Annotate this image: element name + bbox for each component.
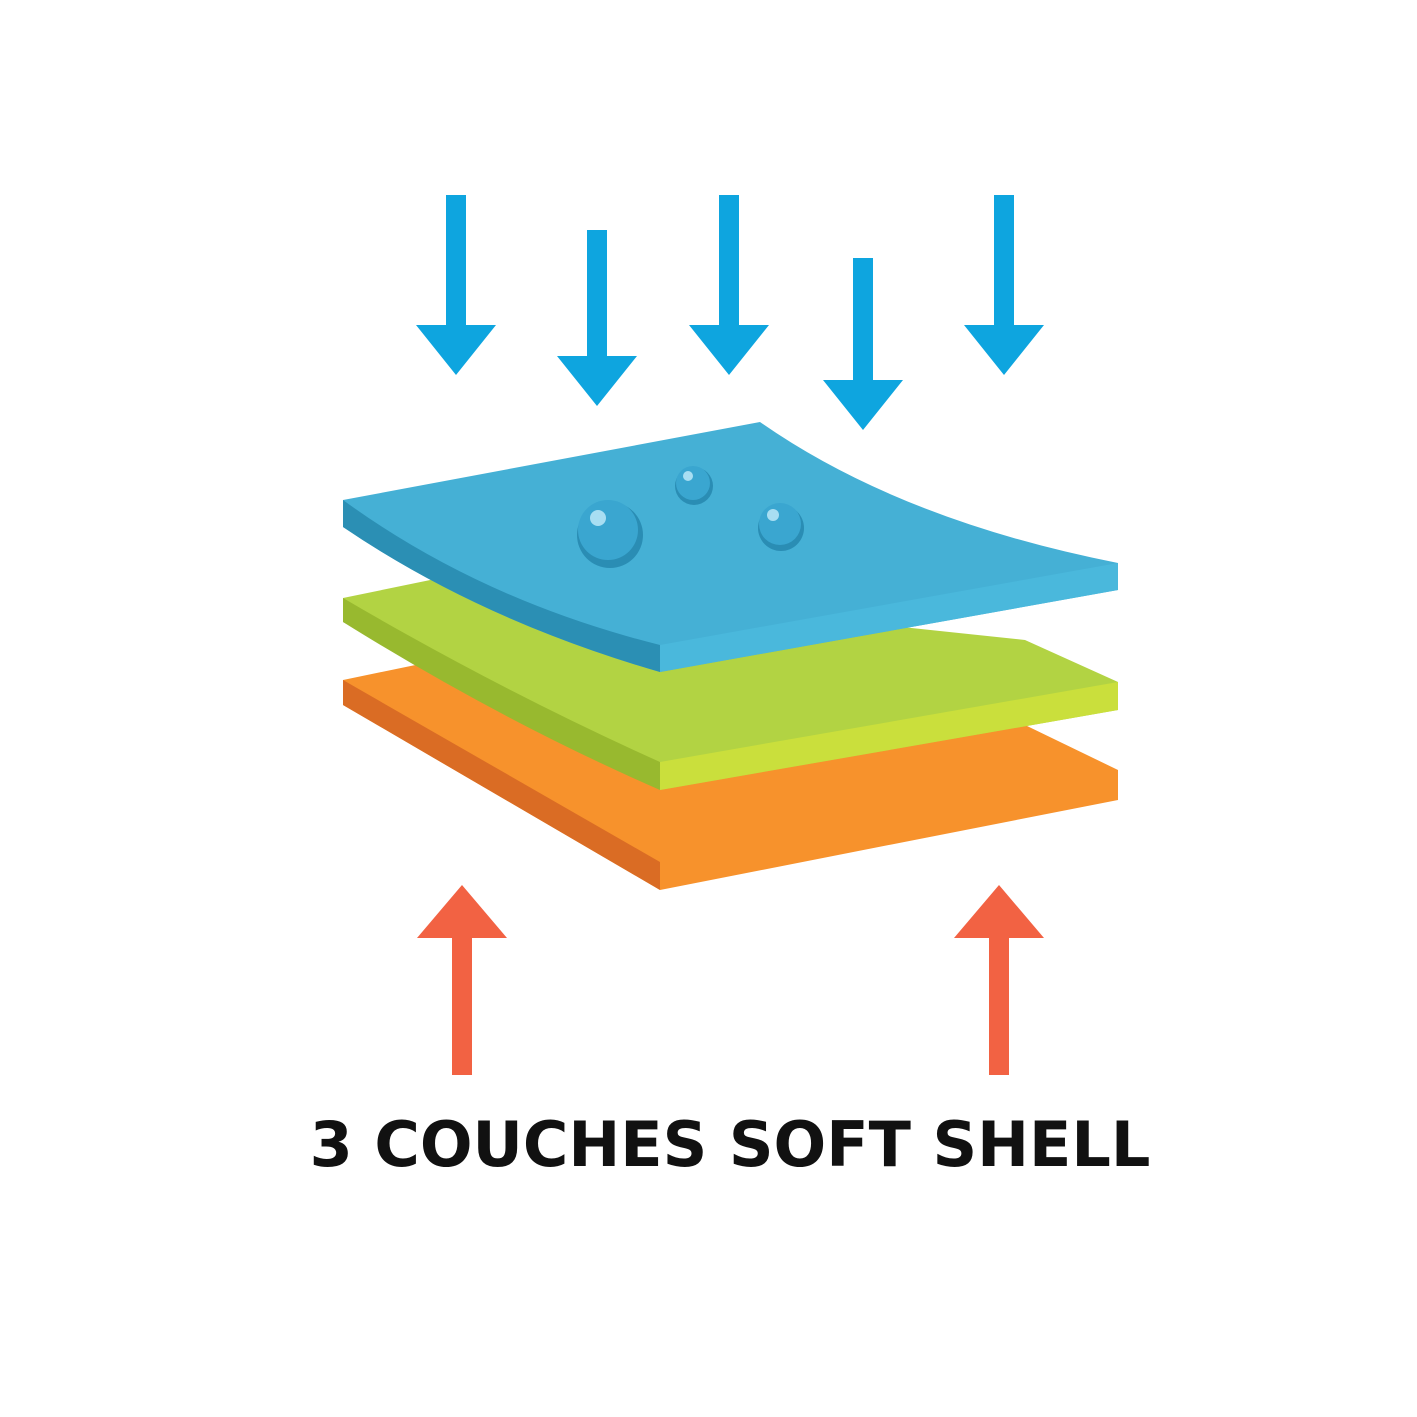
down-arrow-icon <box>689 195 769 375</box>
down-arrow-icon <box>964 195 1044 375</box>
down-arrow-icon <box>416 195 496 375</box>
top-layer <box>343 422 1118 672</box>
down-arrow-icon <box>557 230 637 406</box>
caption-title: 3 COUCHES SOFT SHELL <box>309 1108 1151 1181</box>
middle-layer <box>343 578 1118 790</box>
up-arrow-icon <box>954 885 1044 1075</box>
up-arrow-icon <box>417 885 507 1075</box>
heat-arrows <box>417 885 1044 1075</box>
rain-arrows <box>416 195 1044 430</box>
water-drops <box>577 466 804 568</box>
down-arrow-icon <box>823 258 903 430</box>
